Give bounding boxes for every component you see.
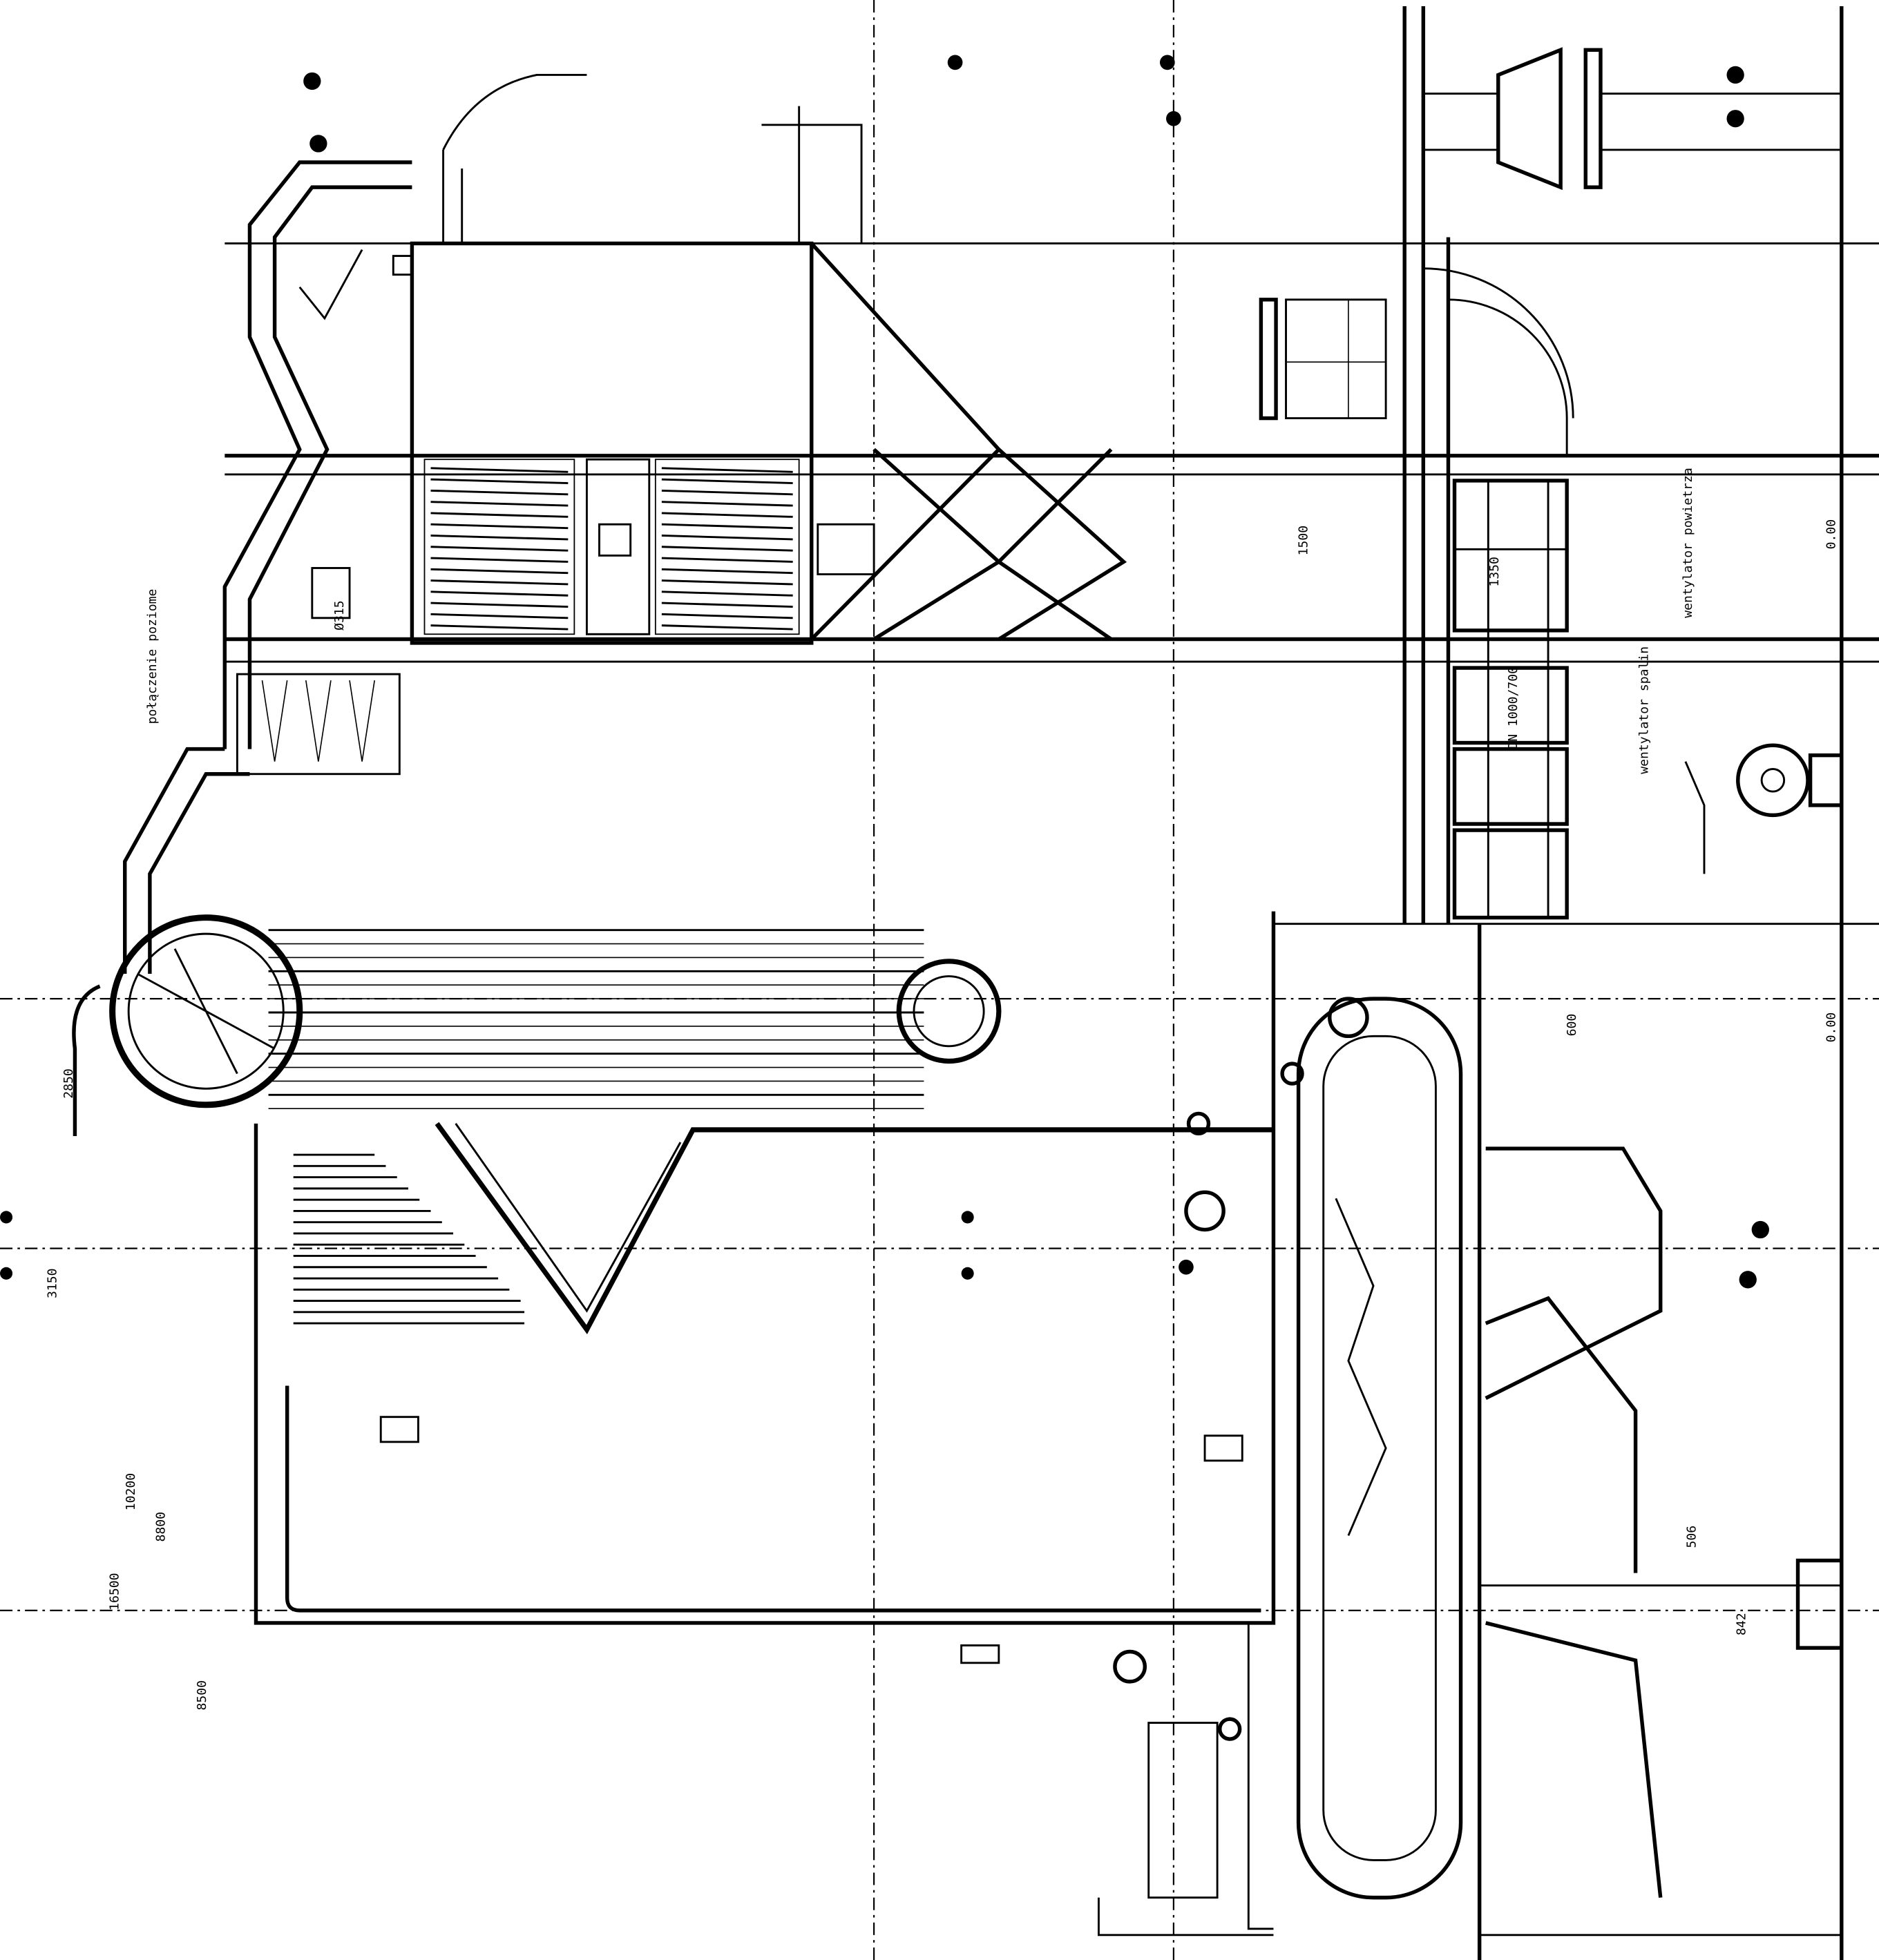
preheater-tube (430, 467, 569, 473)
preheater-tube (430, 579, 569, 586)
preheater-tube (661, 557, 793, 563)
preheater-tube (661, 590, 793, 597)
label-10200: 10200 (124, 1473, 138, 1510)
preheater-tube (661, 467, 793, 473)
chain-grate-stoker (1097, 997, 1463, 1937)
ash-hoppers (1479, 1146, 1844, 1937)
preheater-tube (430, 568, 569, 575)
furnace (254, 911, 1304, 1741)
preheater-tube (430, 478, 569, 485)
preheater-tube (430, 535, 569, 541)
label-3150: 3150 (45, 1268, 59, 1298)
preheater-tube (430, 501, 569, 507)
preheater-tube (430, 590, 569, 597)
scan-marks (0, 55, 1769, 1289)
label-8800: 8800 (154, 1512, 169, 1542)
preheater-tube (661, 523, 793, 530)
preheater-tube (430, 489, 569, 496)
label-16500: 16500 (108, 1573, 122, 1610)
dimension-labels: 1500 600 0.00 0.00 DN 1000/700 1350 2850… (45, 468, 1839, 1711)
air-duct (123, 160, 412, 974)
label-dn: DN 1000/700 (1506, 666, 1520, 749)
preheater-tube (661, 512, 793, 518)
label-1500: 1500 (1296, 526, 1310, 556)
preheater-tube (661, 624, 793, 631)
preheater-tube (661, 613, 793, 619)
label-1350: 1350 (1487, 557, 1502, 587)
label-polaczenie: połączenie poziome (145, 589, 160, 724)
label-842: 842 (1735, 1613, 1749, 1635)
preheater-tube (661, 489, 793, 496)
preheater-tube (661, 602, 793, 608)
label-level-0-b: 0.00 (1824, 1012, 1839, 1043)
preheater-tube (430, 523, 569, 530)
label-level-0-a: 0.00 (1824, 519, 1839, 550)
window-grid (1259, 298, 1569, 920)
preheater-tube (661, 501, 793, 507)
label-600: 600 (1565, 1014, 1579, 1037)
preheater-tube (430, 624, 569, 631)
preheater-tube (661, 579, 793, 586)
label-wentylator-b: wentylator spalin (1637, 646, 1652, 774)
boiler-drums (72, 914, 1002, 1136)
preheater-tube (430, 546, 569, 552)
preheater-tube (430, 557, 569, 563)
label-506: 506 (1684, 1526, 1699, 1548)
label-8500: 8500 (195, 1680, 209, 1711)
flue-dampers (1423, 47, 1842, 191)
label-wentylator-a: wentylator powietrza (1681, 468, 1695, 618)
preheater-tube (430, 613, 569, 619)
preheater-tube (661, 568, 793, 575)
fan (1684, 743, 1844, 874)
preheater-tube (661, 535, 793, 541)
preheater-tube (661, 546, 793, 552)
air-preheater (311, 74, 1127, 645)
label-gas: Ø315 (332, 600, 347, 631)
preheater-tube (430, 512, 569, 518)
label-2850: 2850 (61, 1068, 76, 1099)
preheater-tube (661, 478, 793, 485)
preheater-tube (430, 602, 569, 608)
